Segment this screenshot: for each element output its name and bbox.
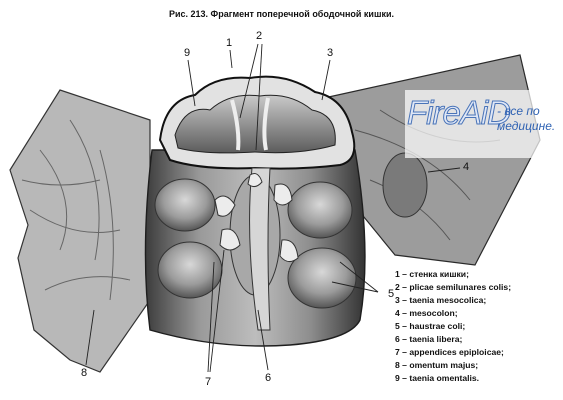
legend-item: 3 – taenia mesocolica;: [395, 295, 487, 305]
label-4: 4: [463, 161, 470, 173]
figure-legend: 1 – стенка кишки; 2 – plicae semilunares…: [395, 268, 563, 385]
label-6: 6: [265, 372, 272, 384]
legend-item: 6 – taenia libera;: [395, 334, 463, 344]
label-2: 2: [256, 30, 263, 42]
label-7: 7: [205, 376, 212, 388]
legend-item: 4 – mesocolon;: [395, 308, 458, 318]
label-1: 1: [226, 37, 233, 49]
omentum-majus: [9, 89, 151, 373]
figure-caption: Рис. 213. Фрагмент поперечной ободочной …: [168, 9, 395, 19]
label-5: 5: [388, 288, 395, 300]
label-8: 8: [81, 367, 88, 379]
leader-lines: [85, 43, 461, 373]
legend-item: 5 – haustrae coli;: [395, 321, 466, 331]
watermark: FireAiD - все по медицине.: [405, 90, 560, 158]
watermark-logo: FireAiD: [406, 94, 511, 132]
appendices-epiploicae: [214, 173, 299, 262]
label-3: 3: [327, 47, 334, 59]
legend-item: 1 – стенка кишки;: [395, 269, 469, 279]
label-9: 9: [184, 47, 191, 59]
watermark-tagline: - все по медицине.: [497, 104, 556, 133]
legend-item: 2 – plicae semilunares colis;: [395, 282, 512, 292]
legend-item: 9 – taenia omentalis.: [395, 373, 480, 383]
legend-item: 8 – omentum majus;: [395, 360, 479, 370]
legend-item: 7 – appendices epiploicae;: [395, 347, 504, 357]
taenia-libera: [249, 167, 271, 331]
